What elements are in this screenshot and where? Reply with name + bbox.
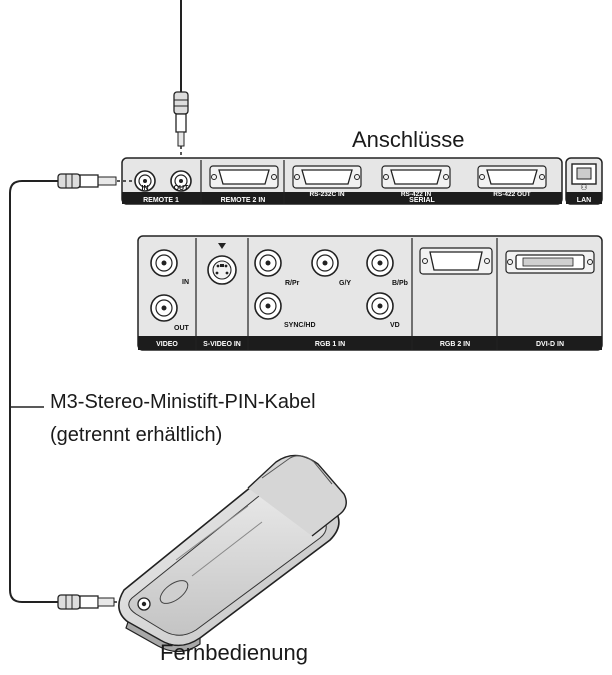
video-out-label: OUT xyxy=(174,325,190,332)
remote-caption: Fernbedienung xyxy=(160,640,309,665)
remote2-dsub-port xyxy=(209,165,279,189)
rs232c-dsub-port xyxy=(292,165,362,189)
video-strip-label: VIDEO xyxy=(156,341,178,348)
remote1-in-label: IN xyxy=(142,185,149,192)
serial-strip-label: SERIAL xyxy=(409,197,435,204)
top-panel: IN OUT ⚇ RS-232C IN xyxy=(121,157,603,205)
rs422in-label: RS-422 IN xyxy=(401,191,432,198)
lan-port xyxy=(571,163,597,185)
remote-control-illustration xyxy=(118,454,347,653)
remote1-in-jack xyxy=(134,170,156,192)
rgb1-gy-label: G/Y xyxy=(339,280,351,287)
video-in-label: IN xyxy=(182,279,189,286)
rgb1-strip-label: RGB 1 IN xyxy=(315,341,345,348)
dvid-port xyxy=(505,250,595,274)
remote1-strip-label: REMOTE 1 xyxy=(143,197,179,204)
remote1-out-label: OUT xyxy=(174,185,190,192)
rgb2-strip-label: RGB 2 IN xyxy=(440,341,470,348)
video-out-jack xyxy=(150,294,178,322)
rs422out-label: RS-422 OUT xyxy=(493,191,531,198)
rgb1-vd-jack xyxy=(366,292,394,320)
rgb1-synchd-label: SYNC/HD xyxy=(284,322,316,329)
cable-label-line2: (getrennt erhältlich) xyxy=(50,424,223,446)
rgb1-bpb-jack xyxy=(366,249,394,277)
remote2-strip-label: REMOTE 2 IN xyxy=(221,197,266,204)
rgb2-dsub-port xyxy=(419,247,493,275)
svideo-port xyxy=(207,243,237,285)
rgb1-bpb-label: B/Pb xyxy=(392,280,408,287)
bottom-panel: IN OUT xyxy=(137,235,603,351)
rs422out-dsub-port xyxy=(477,165,547,189)
lan-strip-label: LAN xyxy=(577,197,591,204)
rgb1-gy-jack xyxy=(311,249,339,277)
network-icon: ⚇ xyxy=(580,183,587,192)
stereo-mini-cable xyxy=(9,173,136,610)
rgb1-synchd-jack xyxy=(254,292,282,320)
rgb1-rpr-jack xyxy=(254,249,282,277)
rs422in-dsub-port xyxy=(381,165,451,189)
dvid-strip-label: DVI-D IN xyxy=(536,341,564,348)
cable-label-line1: M3-Stereo-Ministift-PIN-Kabel xyxy=(50,391,316,413)
rs232c-label: RS-232C IN xyxy=(309,191,344,198)
rgb1-rpr-label: R/Pr xyxy=(285,280,300,287)
rgb1-vd-label: VD xyxy=(390,322,400,329)
top-cable xyxy=(173,0,189,176)
remote1-out-jack xyxy=(170,170,192,192)
svideo-strip-label: S-VIDEO IN xyxy=(203,341,241,348)
video-in-jack xyxy=(150,249,178,277)
connections-title: Anschlüsse xyxy=(352,127,465,152)
